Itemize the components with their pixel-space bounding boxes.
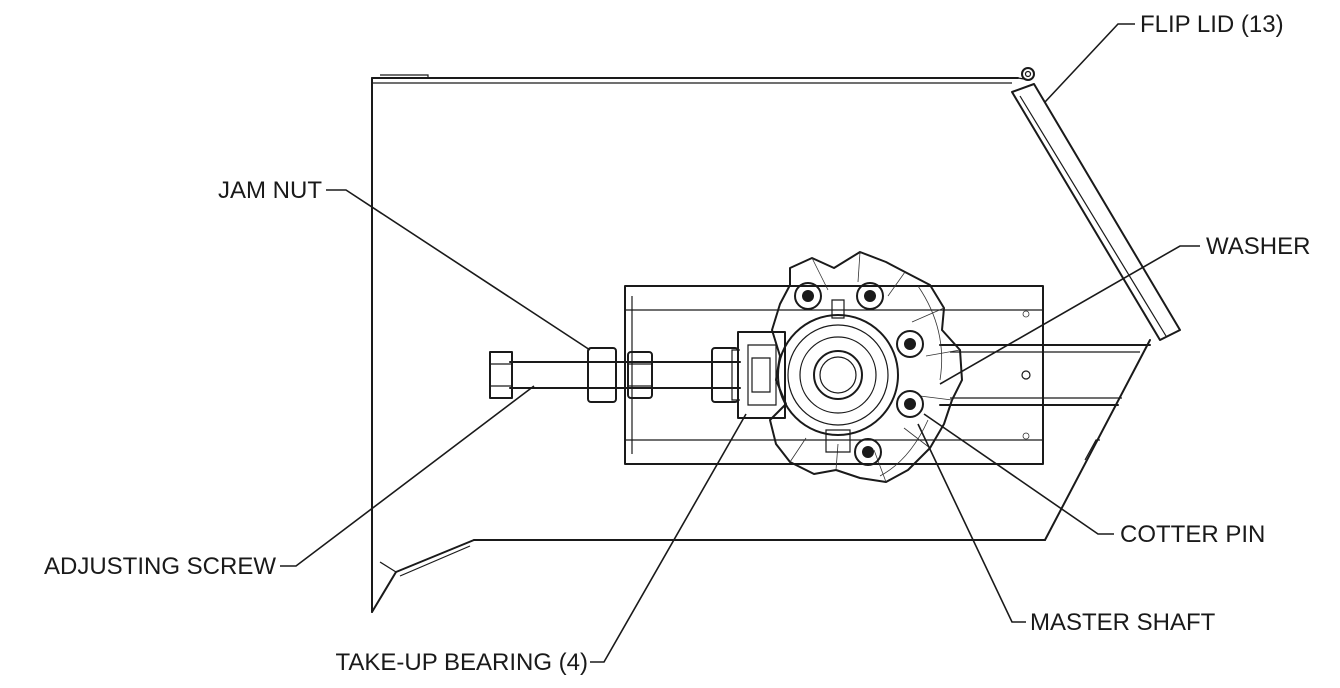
master-shaft [939, 344, 1151, 406]
housing-body [371, 74, 1151, 613]
take-up-bearing [731, 331, 786, 419]
washer-label: WASHER [1206, 233, 1310, 260]
adjusting-screw [489, 351, 741, 399]
leader-lines [280, 23, 1200, 663]
slide-rail [624, 285, 1044, 465]
jam-nut [587, 347, 739, 403]
jam-nut-label: JAM NUT [218, 177, 322, 204]
bolt-group [794, 282, 924, 466]
cotter-pin-label: COTTER PIN [1120, 521, 1265, 548]
flip-lid [1011, 67, 1181, 341]
sprocket-assembly [769, 251, 963, 483]
flip-lid-label: FLIP LID (13) [1140, 11, 1284, 38]
take-up-bearing-label: TAKE-UP BEARING (4) [336, 649, 589, 676]
master-shaft-label: MASTER SHAFT [1030, 609, 1216, 636]
adjusting-screw-label: ADJUSTING SCREW [44, 553, 276, 580]
